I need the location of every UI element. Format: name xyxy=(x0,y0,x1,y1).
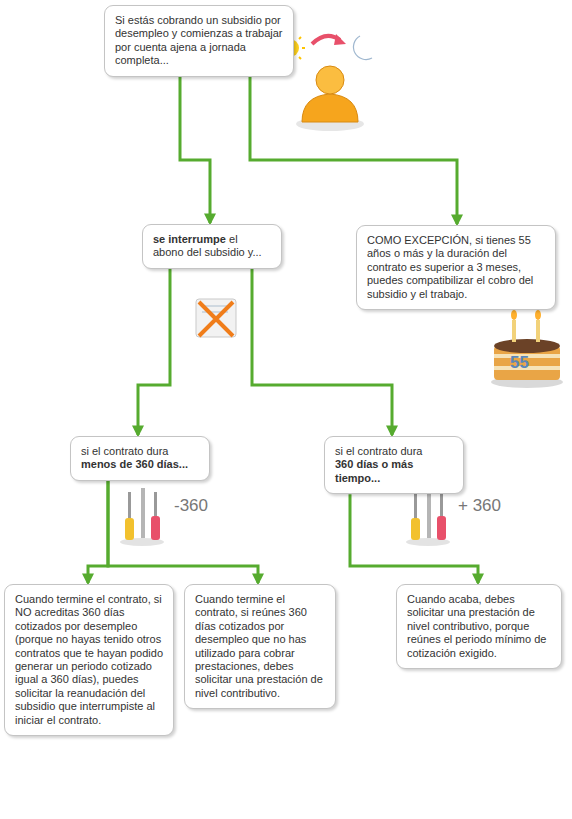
person-icon xyxy=(296,66,364,131)
box-text: COMO EXCEPCIÓN, si tienes 55 años o más … xyxy=(367,234,545,301)
condition-box: si el contrato duramenos de 360 días... xyxy=(70,436,210,481)
flow-arrow xyxy=(180,77,210,223)
box-text: Cuando termine el contrato, si NO acredi… xyxy=(15,593,163,727)
process-box: se interrumpeel abono del subsidio y... xyxy=(142,224,282,269)
duration-label: -360 xyxy=(174,496,208,516)
emphasis-text: se interrumpe xyxy=(153,233,226,245)
flow-arrow xyxy=(138,269,170,435)
box-text: Si estás cobrando un subsidio por desemp… xyxy=(115,14,283,68)
change-arrow-head xyxy=(334,34,346,45)
start-box: Si estás cobrando un subsidio por desemp… xyxy=(104,5,294,77)
age-number: 55 xyxy=(510,353,529,373)
tools-icon xyxy=(120,488,164,546)
cake-icon xyxy=(491,310,563,388)
tools-icon xyxy=(406,488,450,546)
flow-arrow xyxy=(88,481,108,583)
result-box: Cuando acaba, debes solicitar una presta… xyxy=(396,584,562,669)
emphasis-text: 360 días o más tiempo... xyxy=(335,458,453,485)
box-text: Cuando acaba, debes solicitar una presta… xyxy=(407,593,551,660)
box-text: si el contrato dura xyxy=(81,445,199,458)
flow-arrow xyxy=(250,77,457,224)
moon-icon xyxy=(353,36,372,60)
condition-box: si el contrato dura360 días o más tiempo… xyxy=(324,436,464,494)
result-box: Cuando termine el contrato, si NO acredi… xyxy=(4,584,174,736)
box-text: Cuando termine el contrato, si reúnes 36… xyxy=(195,593,325,700)
flow-arrow xyxy=(108,481,258,583)
stopped-payment-icon xyxy=(196,299,236,337)
result-box: Cuando termine el contrato, si reúnes 36… xyxy=(184,584,336,709)
box-text: si el contrato dura xyxy=(335,445,453,458)
emphasis-text: menos de 360 días... xyxy=(81,458,199,471)
exception-box: COMO EXCEPCIÓN, si tienes 55 años o más … xyxy=(356,225,556,310)
duration-label: + 360 xyxy=(458,496,501,516)
